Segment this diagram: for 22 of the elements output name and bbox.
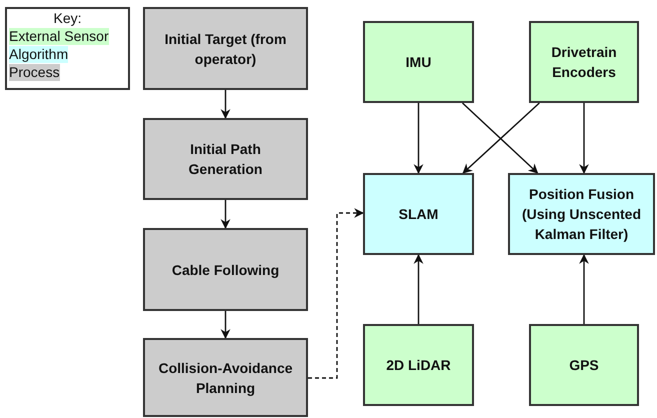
arrow <box>579 103 589 174</box>
arrow <box>579 254 589 324</box>
process-box: Initial Target (from operator) <box>143 7 308 90</box>
arrow <box>414 103 424 174</box>
algorithm-box: Position Fusion (Using Unscented Kalman Filter) <box>508 173 655 255</box>
arrow <box>414 254 424 324</box>
process-box: Cable Following <box>143 228 308 311</box>
arrow <box>308 208 364 379</box>
sensor-box: IMU <box>363 21 474 103</box>
arrow <box>220 311 230 339</box>
legend-entry: External Sensor <box>9 28 109 44</box>
process-box: Collision-Avoidance Planning <box>143 338 308 417</box>
sensor-box: GPS <box>529 324 639 406</box>
arrow <box>220 90 230 119</box>
algorithm-box: SLAM <box>363 173 474 255</box>
process-box: Initial Path Generation <box>143 118 308 200</box>
sensor-box: 2D LiDAR <box>363 324 474 406</box>
arrow <box>220 200 230 229</box>
sensor-box: Drivetrain Encoders <box>529 21 639 103</box>
legend-entry: Process <box>9 64 60 80</box>
legend-title: Key: <box>52 9 82 27</box>
legend-entry: Algorithm <box>9 46 68 62</box>
